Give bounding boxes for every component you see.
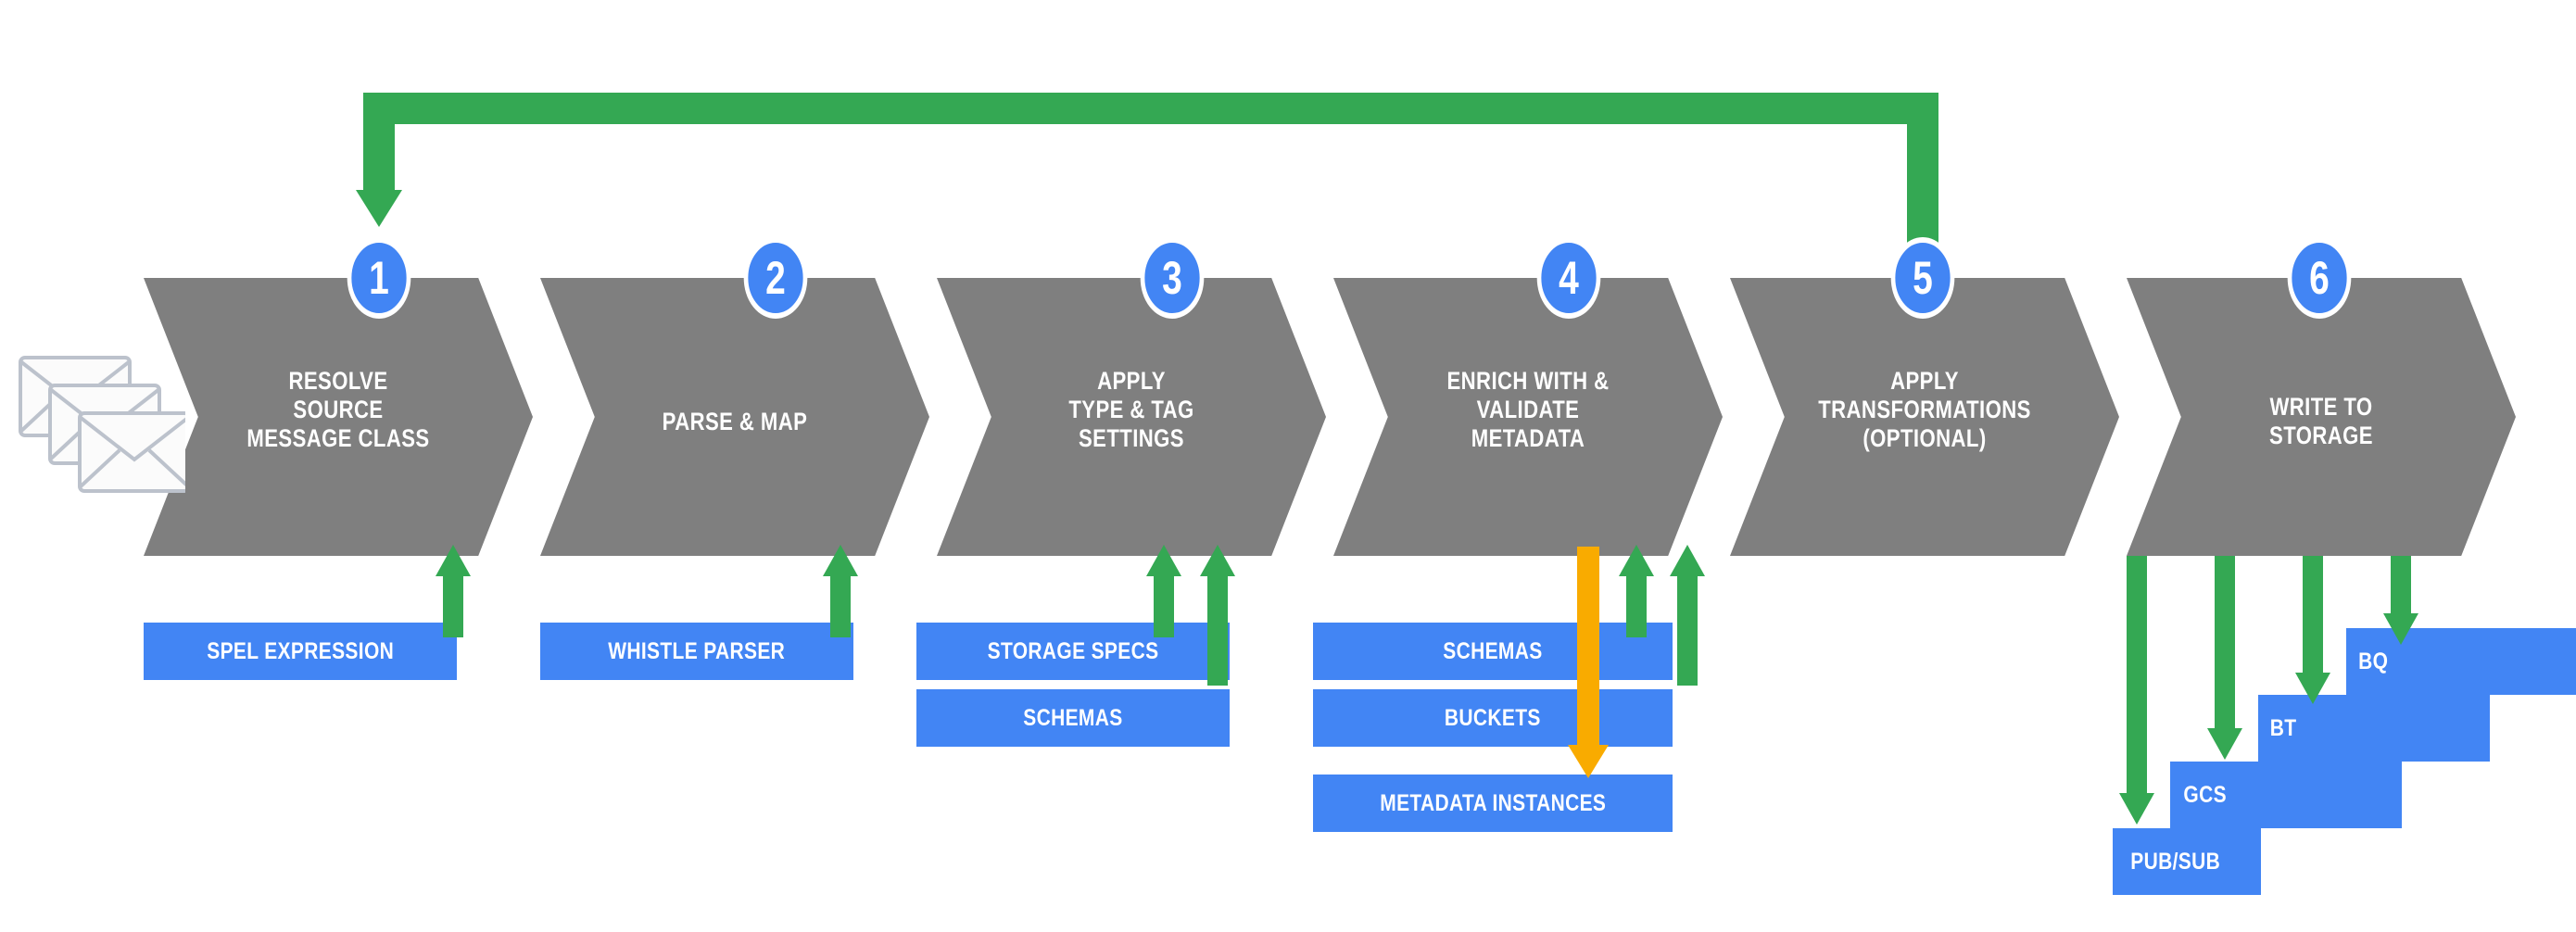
arrow-whistle-parser-to-stage-2 — [823, 545, 858, 637]
arrow-stage-6-to-pubsub — [2119, 556, 2154, 825]
stage-label-5: APPLY TRANSFORMATIONS (OPTIONAL) — [1818, 367, 2031, 452]
arrow-storage-specs-to-stage-3 — [1146, 545, 1181, 637]
resource-box-schemas-stage4[interactable]: SCHEMAS — [1313, 623, 1673, 680]
resource-label: SPEL EXPRESSION — [207, 637, 394, 664]
sink-label: PUB/SUB — [2130, 848, 2221, 875]
arrow-schemas-to-stage-3 — [1200, 545, 1235, 686]
arrow-spel-expression-to-stage-1 — [436, 545, 471, 637]
stage-number-badge-1: 1 — [347, 237, 411, 319]
arrow-schemas-to-metadata-instances — [1568, 547, 1609, 778]
sink-label: BT — [2269, 714, 2297, 741]
resource-box-schemas-stage3[interactable]: SCHEMAS — [916, 689, 1230, 747]
stage-number-badge-2: 2 — [743, 237, 808, 319]
resource-label: METADATA INSTANCES — [1379, 789, 1607, 816]
sink-box-gcs[interactable]: GCS — [2170, 762, 2402, 828]
stage-chevron-3[interactable]: APPLY TYPE & TAG SETTINGS — [937, 278, 1326, 556]
resource-label: SCHEMAS — [1443, 637, 1543, 664]
envelope-stack-icon — [9, 350, 191, 498]
stage-label-3: APPLY TYPE & TAG SETTINGS — [1068, 367, 1194, 452]
stage-label-1: RESOLVE SOURCE MESSAGE CLASS — [246, 367, 430, 452]
resource-label: BUCKETS — [1445, 704, 1541, 731]
arrow-buckets-to-stage-4 — [1670, 545, 1705, 686]
stage-chevron-5[interactable]: APPLY TRANSFORMATIONS (OPTIONAL) — [1730, 278, 2119, 556]
sink-label: BQ — [2358, 648, 2389, 674]
stage-label-6: WRITE TO STORAGE — [2269, 393, 2373, 449]
envelope-stack-svg — [19, 356, 191, 493]
stage-number-badge-5: 5 — [1890, 237, 1955, 319]
arrow-stage-6-to-gcs — [2207, 556, 2242, 760]
stage-chevron-1[interactable]: RESOLVE SOURCE MESSAGE CLASS — [144, 278, 533, 556]
stage-number-badge-6: 6 — [2287, 237, 2352, 319]
stage-label-2: PARSE & MAP — [662, 408, 808, 435]
resource-box-spel-expression[interactable]: SPEL EXPRESSION — [144, 623, 457, 680]
resource-box-metadata-instances[interactable]: METADATA INSTANCES — [1313, 775, 1673, 832]
resource-box-whistle-parser[interactable]: WHISTLE PARSER — [540, 623, 853, 680]
stage-number-badge-4: 4 — [1536, 237, 1601, 319]
arrow-stage-6-to-bt — [2295, 556, 2330, 704]
feedback-loop-left-segment — [363, 93, 395, 195]
resource-box-storage-specs[interactable]: STORAGE SPECS — [916, 623, 1230, 680]
stage-chevron-6[interactable]: WRITE TO STORAGE — [2127, 278, 2516, 556]
feedback-loop-arrowhead-icon — [356, 190, 402, 227]
sink-box-pubsub[interactable]: PUB/SUB — [2113, 828, 2261, 895]
resource-label: SCHEMAS — [1023, 704, 1123, 731]
arrow-schemas-to-stage-4 — [1619, 545, 1654, 637]
sink-label: GCS — [2183, 781, 2227, 808]
feedback-loop-right-segment — [1907, 93, 1938, 248]
stage-number-badge-3: 3 — [1140, 237, 1205, 319]
stage-label-4: ENRICH WITH & VALIDATE METADATA — [1446, 367, 1610, 452]
resource-box-buckets[interactable]: BUCKETS — [1313, 689, 1673, 747]
sink-box-bt[interactable]: BT — [2258, 695, 2490, 762]
resource-label: STORAGE SPECS — [987, 637, 1159, 664]
stage-chevron-2[interactable]: PARSE & MAP — [540, 278, 929, 556]
sink-box-bq[interactable]: BQ — [2346, 628, 2576, 695]
feedback-loop-top-segment — [363, 93, 1938, 124]
resource-label: WHISTLE PARSER — [608, 637, 786, 664]
stage-chevron-4[interactable]: ENRICH WITH & VALIDATE METADATA — [1333, 278, 1723, 556]
arrow-stage-6-to-bq — [2383, 556, 2418, 645]
